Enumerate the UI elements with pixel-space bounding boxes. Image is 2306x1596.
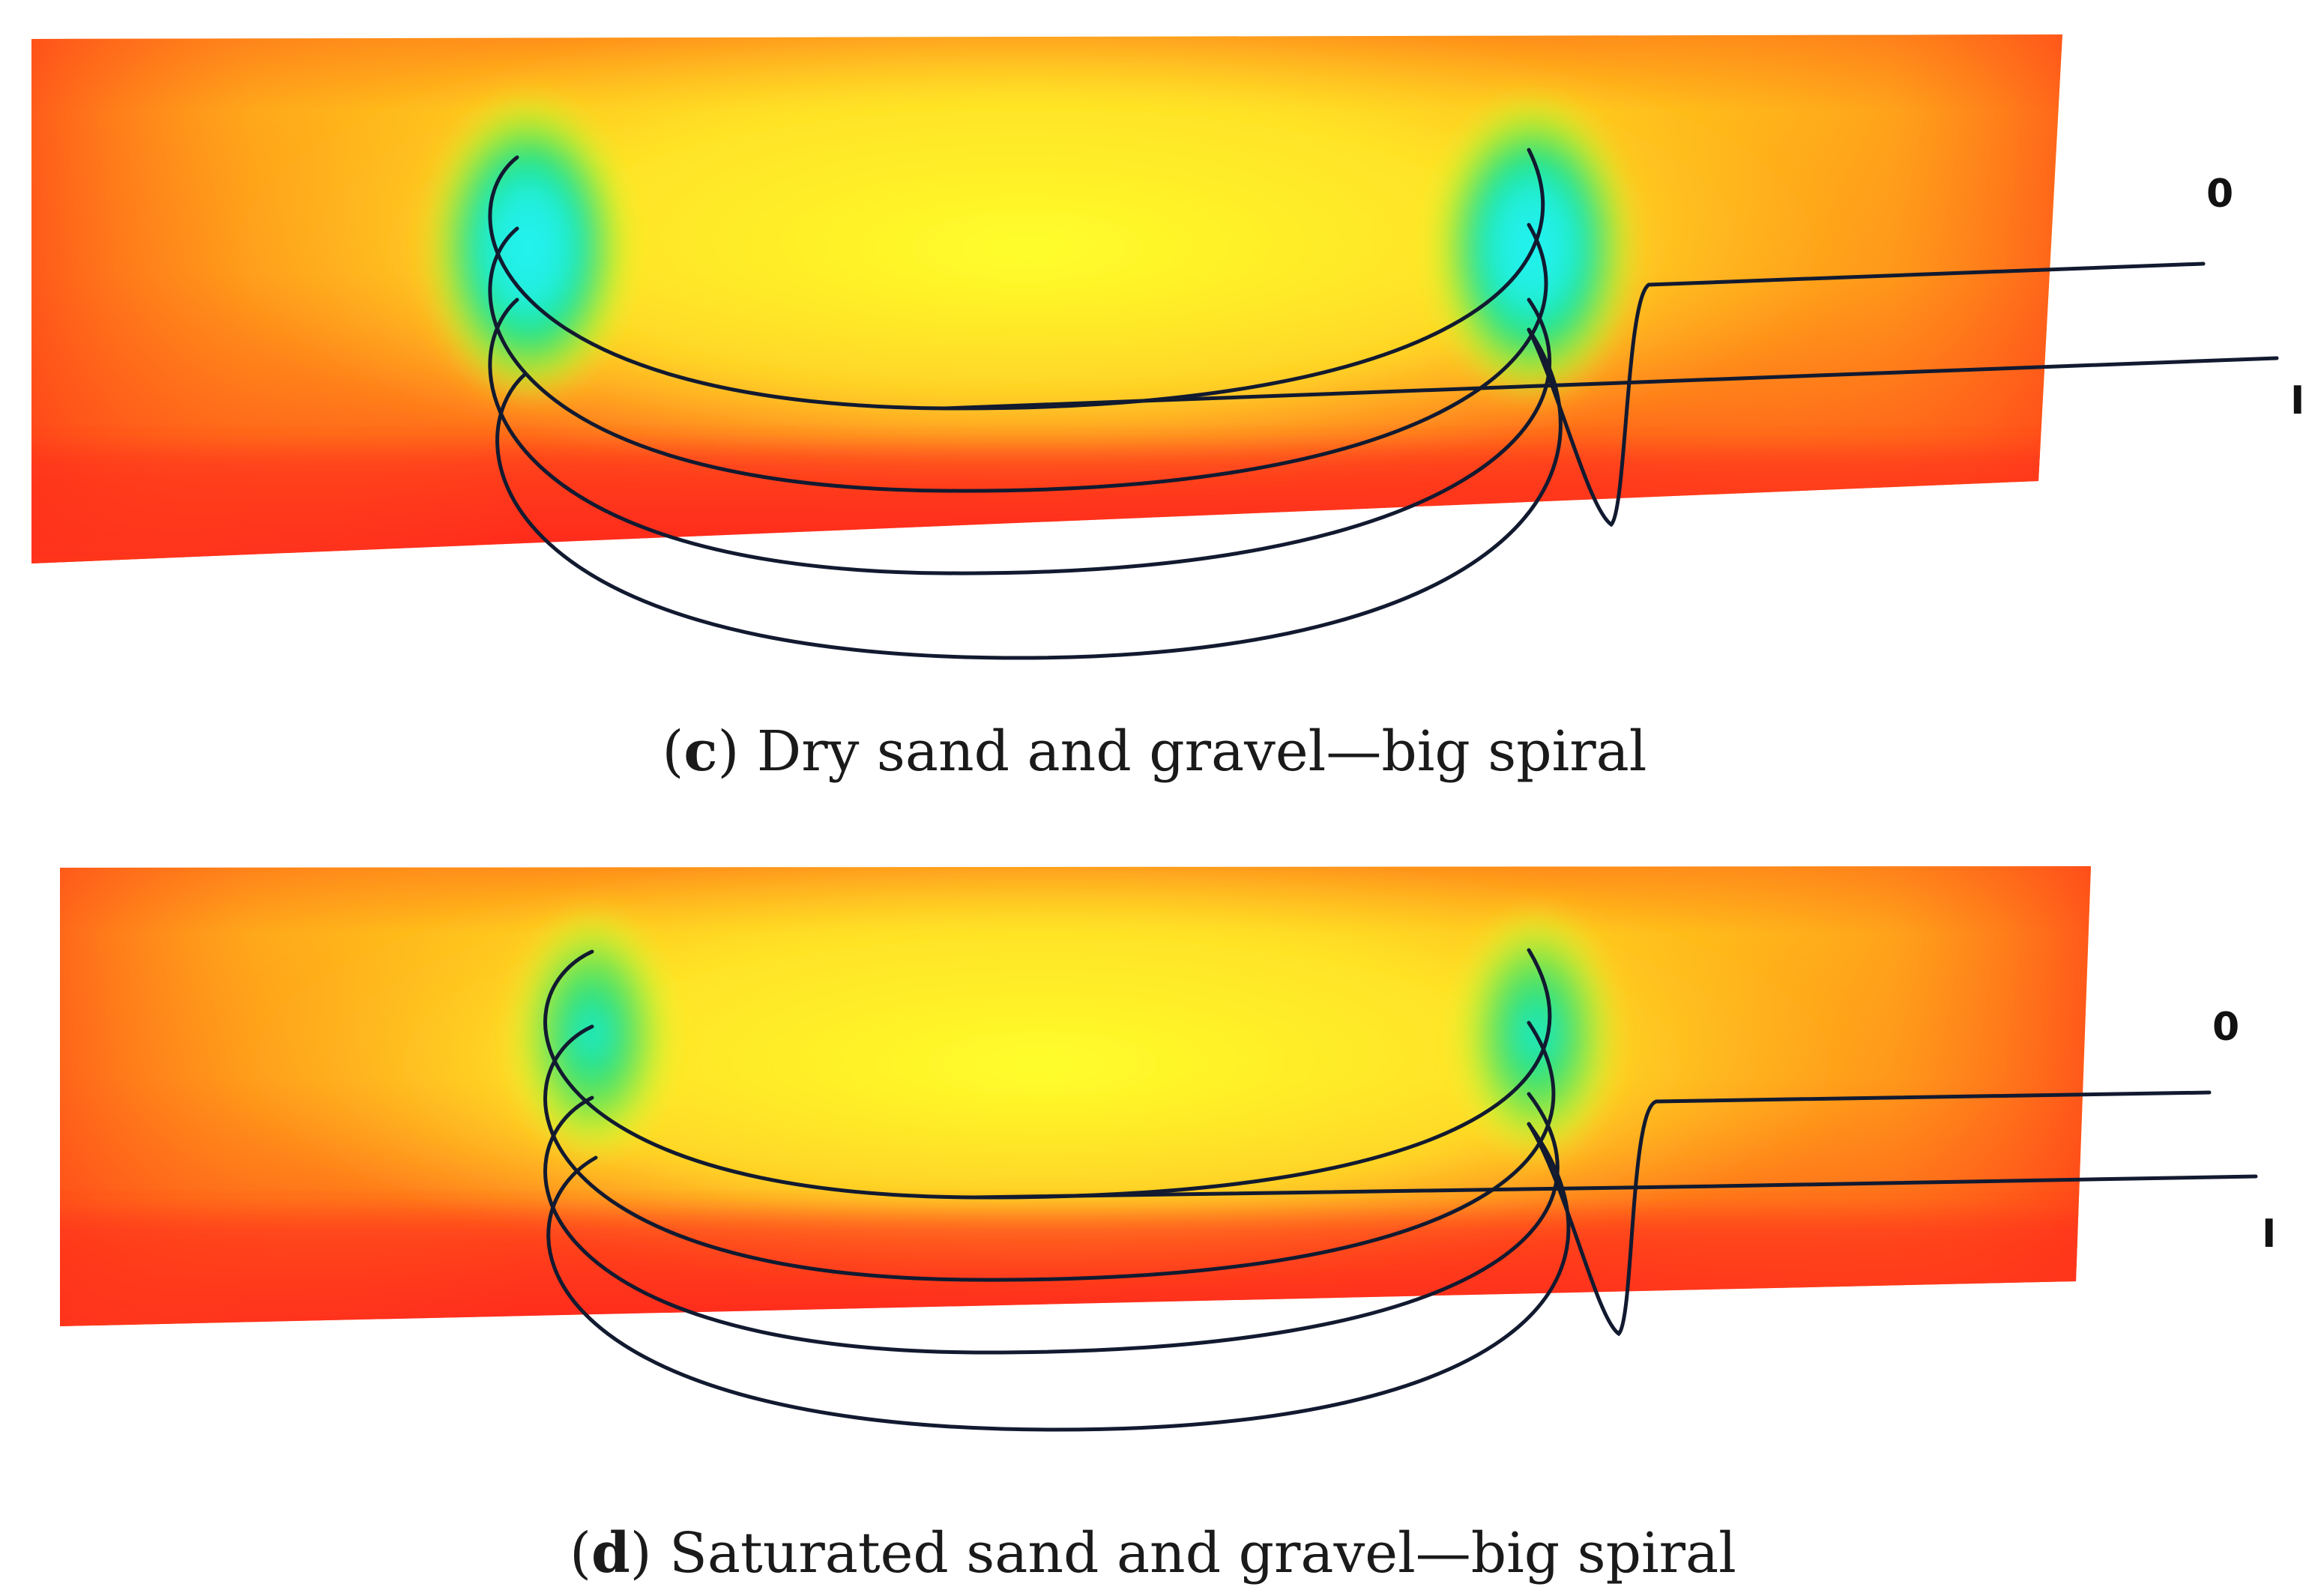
panel-c-coil	[488, 148, 2279, 660]
panel-c-terminal-label-i: I	[2290, 378, 2305, 423]
panel-d-caption: (d) Saturated sand and gravel—big spiral	[570, 1521, 1736, 1586]
panel-c-lead-i	[942, 356, 2279, 411]
panel-d: 0 I	[60, 866, 2276, 1432]
panel-d-coil-turn	[546, 1122, 1571, 1432]
panel-d-letter: d	[591, 1521, 630, 1586]
panel-d-coil	[543, 948, 2258, 1432]
panel-c-coil-turn	[495, 327, 1563, 660]
panel-d-lead-0	[1527, 1090, 2212, 1337]
panel-d-field-map	[60, 866, 2091, 1326]
panel-c-caption: (c) Dry sand and gravel—big spiral	[662, 719, 1647, 784]
panel-c-terminal-label-0: 0	[2206, 172, 2233, 217]
panel-d-caption-text: Saturated sand and gravel—big spiral	[669, 1521, 1736, 1586]
panel-c-letter: c	[683, 719, 718, 784]
panel-c-field-map	[31, 34, 2062, 563]
panel-d-lead-i	[972, 1174, 2258, 1200]
panel-c-caption-text: Dry sand and gravel—big spiral	[756, 719, 1647, 784]
panel-d-terminal-label-0: 0	[2212, 1005, 2239, 1050]
panel-c-lead-0	[1527, 262, 2206, 528]
panel-d-coil-turn	[543, 1092, 1560, 1355]
panel-c-coil-turn	[488, 297, 1552, 575]
panel-c-coil-turn	[488, 223, 1548, 493]
panel-d-terminal-label-i: I	[2262, 1212, 2276, 1257]
panel-c: 0 I	[31, 34, 2305, 660]
